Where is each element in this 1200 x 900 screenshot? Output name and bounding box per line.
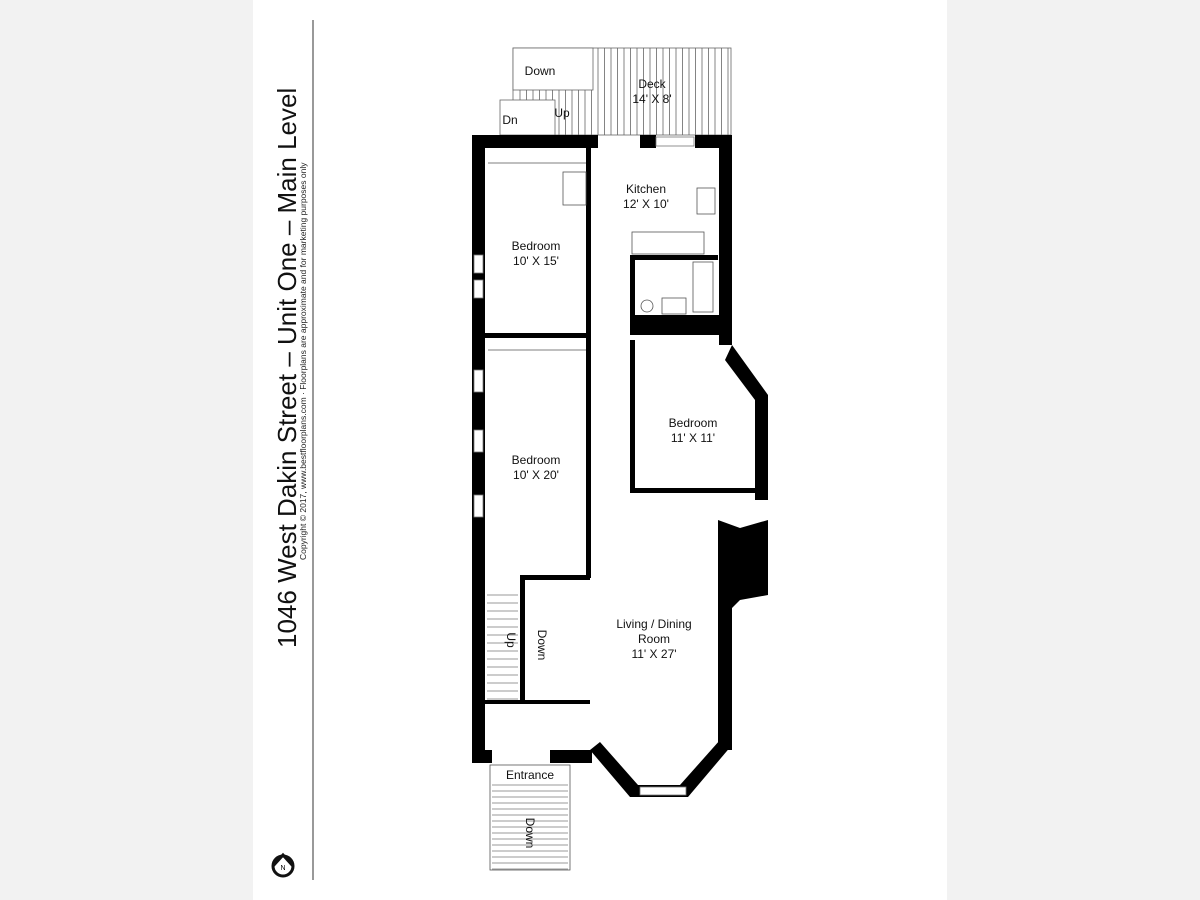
deck-label: Deck xyxy=(638,77,666,91)
interior-stairs-up-label: Up xyxy=(504,632,518,648)
windows xyxy=(473,136,695,796)
front-stairs-down-label: Down xyxy=(523,818,537,849)
deck-size: 14' X 8' xyxy=(632,92,671,106)
kitchen-label: Kitchen xyxy=(626,182,666,196)
svg-text:N: N xyxy=(280,865,285,872)
interior-stairs-down-label: Down xyxy=(535,630,549,661)
plan-title: 1046 West Dakin Street – Unit One – Main… xyxy=(272,88,302,648)
living-label: Living / Dining xyxy=(616,617,691,631)
entrance-label: Entrance xyxy=(506,768,554,782)
rear-stairs xyxy=(499,47,594,136)
copyright-text: Copyright © 2017, www.bestfloorplans.com… xyxy=(298,162,308,560)
fixtures xyxy=(488,162,716,871)
living-size: 11' X 27' xyxy=(631,647,676,661)
bedroom1-label: Bedroom xyxy=(512,239,561,253)
bedroom2-label: Bedroom xyxy=(512,453,561,467)
bedroom3-label: Bedroom xyxy=(669,416,718,430)
bedroom3-size: 11' X 11' xyxy=(671,431,715,445)
rear-stairs-down-label: Down xyxy=(525,64,556,78)
north-arrow-icon: N xyxy=(271,852,295,878)
living-label-2: Room xyxy=(638,632,670,646)
kitchen-size: 12' X 10' xyxy=(623,197,669,211)
rear-stairs-dn-label: Dn xyxy=(502,113,517,127)
rear-stairs-up-label: Up xyxy=(554,106,570,120)
bedroom1-size: 10' X 15' xyxy=(513,254,559,268)
bedroom2-size: 10' X 20' xyxy=(513,468,559,482)
